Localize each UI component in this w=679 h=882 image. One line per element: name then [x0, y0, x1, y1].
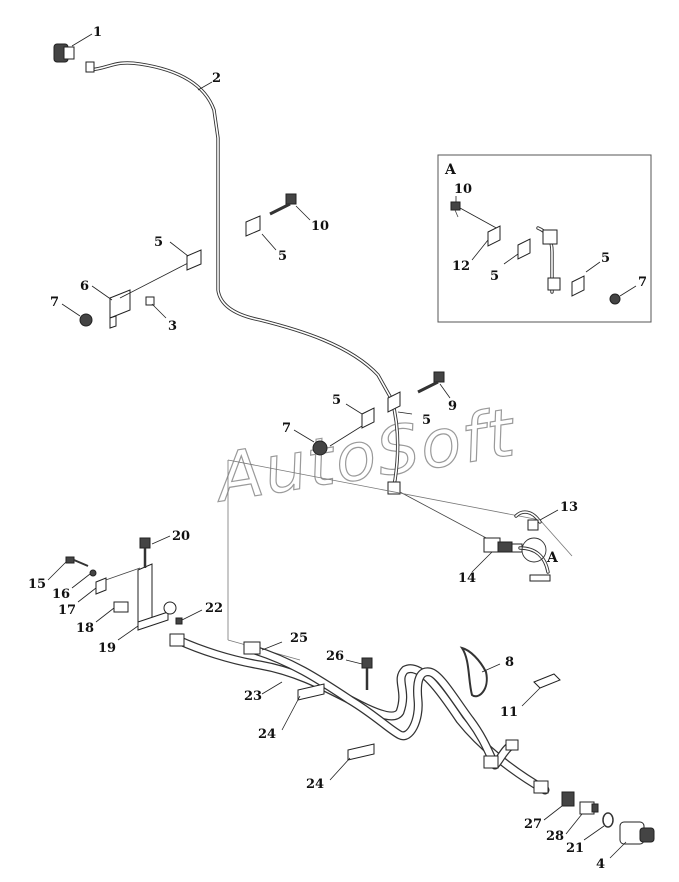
clip-5-upper-left: [186, 249, 202, 271]
inset-nut-7: [609, 293, 621, 305]
callout-5-b: 5: [278, 249, 287, 264]
bolt-20: [139, 537, 151, 568]
callout-detail-a: A: [546, 550, 559, 566]
clip-5-mid-left: [361, 407, 375, 429]
callout-5-c: 5: [332, 393, 341, 408]
callout-6: 6: [80, 279, 89, 294]
strap-8: [459, 646, 488, 698]
callout-15: 15: [28, 577, 46, 592]
callout-25: 25: [290, 631, 308, 646]
inset-label: A: [444, 162, 457, 178]
callout-22: 22: [205, 601, 223, 616]
callout-10: 10: [311, 219, 329, 234]
callout-11: 11: [500, 705, 518, 720]
clamp-24-lower: [347, 743, 375, 761]
callout-inset-12: 12: [452, 259, 470, 274]
callout-7-b: 7: [282, 421, 291, 436]
bolt-9: [417, 371, 445, 394]
callout-5-a: 5: [154, 235, 163, 250]
connector-27: [561, 791, 575, 807]
callout-13: 13: [560, 500, 578, 515]
inset-clip-5b: [571, 275, 585, 297]
nut-22: [175, 617, 183, 625]
callout-8: 8: [505, 655, 514, 670]
hose-23: [173, 635, 550, 795]
callout-26: 26: [326, 649, 344, 664]
fitting-13: [514, 510, 542, 531]
callout-3: 3: [168, 319, 177, 334]
clip-5-mid-right: [387, 391, 401, 413]
callout-1: 1: [93, 25, 102, 40]
washer-16: [89, 569, 97, 577]
inset-clip-12: [487, 225, 501, 247]
inset-tube: [536, 226, 561, 294]
fitting-18: [113, 601, 129, 613]
clamp-24-upper: [297, 683, 325, 701]
callout-20: 20: [172, 529, 190, 544]
callout-5-d: 5: [422, 413, 431, 428]
connector-4: [619, 821, 655, 845]
bolt-10-main: [269, 193, 297, 216]
callout-16: 16: [52, 587, 70, 602]
inset-clip-5a: [517, 238, 531, 260]
hose-fittings: [169, 633, 549, 794]
callout-9: 9: [448, 399, 457, 414]
fuel-tube-2: [88, 61, 400, 490]
bracket-19: [99, 563, 169, 631]
nut-7-mid: [312, 440, 328, 456]
callout-inset-5-a: 5: [490, 269, 499, 284]
callout-inset-7: 7: [638, 275, 647, 290]
callouts: 1 2 10 5 5 6 7 3 9 5 5 7 10 12 5 5: [28, 25, 647, 872]
clip-11: [533, 673, 561, 689]
seal-21: [602, 812, 614, 828]
callout-4: 4: [596, 857, 605, 872]
exploded-frame-lines: [227, 459, 573, 661]
clamp-near-19: [163, 601, 177, 615]
bracket-6: [109, 289, 131, 329]
bolt-3: [145, 296, 155, 306]
valve-14: [483, 537, 551, 582]
inset-bolt-10: [450, 201, 461, 218]
callout-17: 17: [58, 603, 76, 618]
callout-28: 28: [546, 829, 564, 844]
callout-27: 27: [524, 817, 542, 832]
callout-7-a: 7: [50, 295, 59, 310]
clip-5-upper-right: [245, 215, 261, 237]
callout-19: 19: [98, 641, 116, 656]
callout-14: 14: [458, 571, 476, 586]
bracket-17: [95, 577, 107, 595]
callout-24-b: 24: [306, 777, 324, 792]
fitting-1: [53, 43, 95, 73]
callout-inset-10: 10: [454, 182, 472, 197]
bolt-15: [65, 556, 89, 567]
callout-21: 21: [566, 841, 584, 856]
callout-23: 23: [244, 689, 262, 704]
callout-18: 18: [76, 621, 94, 636]
connector-28: [579, 801, 599, 815]
callout-2: 2: [212, 71, 221, 86]
callout-24-a: 24: [258, 727, 276, 742]
nut-7-left: [79, 313, 93, 327]
bolt-26: [361, 657, 373, 690]
callout-inset-5-b: 5: [601, 251, 610, 266]
inset-box-a: A: [437, 154, 652, 323]
